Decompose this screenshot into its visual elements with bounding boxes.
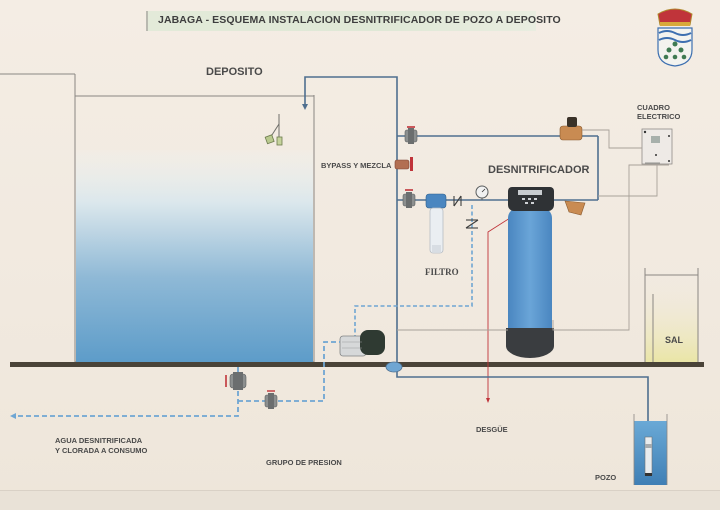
inlet-valve-top[interactable] bbox=[404, 126, 418, 144]
tank-water bbox=[76, 150, 313, 362]
check-valve[interactable] bbox=[453, 195, 462, 207]
brass-y-strainer[interactable] bbox=[564, 200, 586, 216]
paper-edge bbox=[0, 490, 720, 510]
label-consumo-line2: Y CLORADA A CONSUMO bbox=[55, 446, 148, 455]
title-banner: JABAGA - ESQUEMA INSTALACION DESNITRIFIC… bbox=[146, 11, 561, 31]
label-desague: DESGÜE bbox=[476, 425, 508, 434]
sediment-filter[interactable] bbox=[425, 193, 447, 254]
label-cuadro-line2: ELECTRICO bbox=[637, 112, 681, 121]
float-switch[interactable] bbox=[264, 114, 283, 146]
treated-return-pipe bbox=[354, 205, 473, 340]
inlet-pipe-top bbox=[302, 76, 398, 363]
label-filtro: FILTRO bbox=[425, 267, 459, 277]
outlet-valve[interactable] bbox=[225, 372, 247, 390]
label-desnitrificador: DESNITRIFICADOR bbox=[488, 164, 590, 176]
ground-line bbox=[10, 362, 704, 367]
consumption-arrow bbox=[10, 413, 16, 419]
submersible-pump[interactable] bbox=[644, 436, 653, 476]
label-consumo-line1: AGUA DESNITRIFICADA bbox=[55, 436, 143, 445]
label-deposito: DEPOSITO bbox=[206, 66, 263, 78]
softener-control-head[interactable] bbox=[508, 187, 554, 211]
solenoid-valve[interactable] bbox=[559, 117, 583, 141]
brine-tank[interactable] bbox=[644, 268, 699, 362]
label-pozo: POZO bbox=[595, 473, 617, 482]
coat-of-arms bbox=[657, 8, 693, 67]
bypass-valve[interactable] bbox=[394, 157, 413, 171]
control-wiring bbox=[397, 129, 669, 331]
well-supply-pipe bbox=[396, 363, 649, 430]
label-cuadro-line1: CUADRO bbox=[637, 103, 670, 112]
inlet-valve-bottom[interactable] bbox=[402, 189, 416, 208]
diagram-title: JABAGA - ESQUEMA INSTALACION DESNITRIFIC… bbox=[158, 14, 561, 26]
drain-line bbox=[486, 217, 511, 403]
pump-valve[interactable] bbox=[264, 390, 278, 409]
label-bypass: BYPASS Y MEZCLA bbox=[321, 161, 392, 170]
check-valve-vertical[interactable] bbox=[465, 219, 479, 229]
pipe-tee bbox=[385, 361, 403, 373]
pressure-gauge[interactable] bbox=[475, 185, 489, 200]
label-sal: SAL bbox=[665, 335, 683, 345]
softener-tank[interactable] bbox=[506, 208, 554, 358]
deposito-tank[interactable] bbox=[74, 74, 315, 363]
control-panel[interactable] bbox=[641, 128, 673, 165]
pressure-pump[interactable] bbox=[339, 330, 385, 357]
label-grupo-presion: GRUPO DE PRESION bbox=[266, 458, 342, 467]
